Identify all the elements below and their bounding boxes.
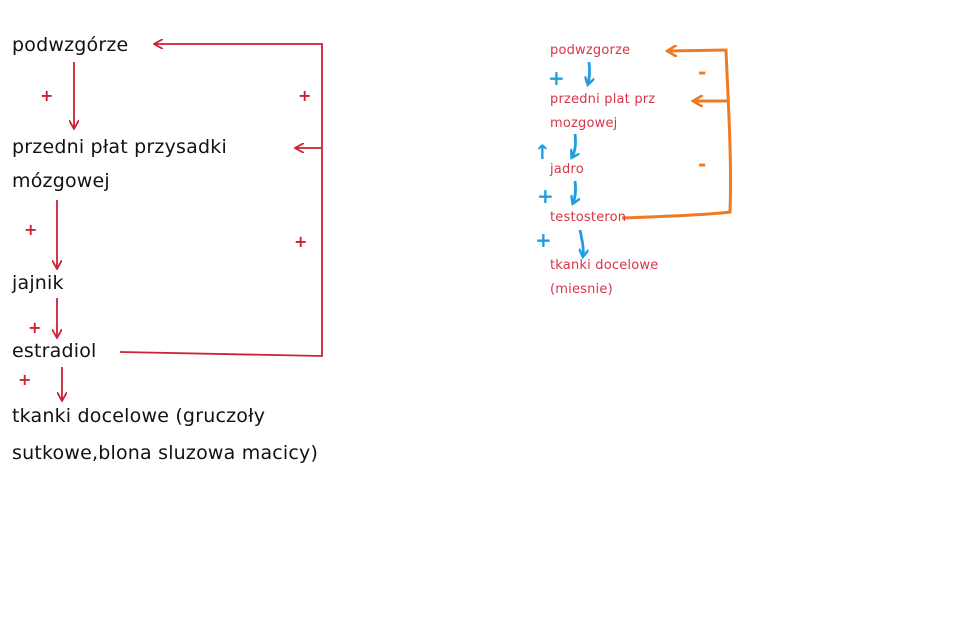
left-feedback-loop	[119, 44, 323, 357]
right-node-target-tissues: tkanki docelowe	[550, 258, 659, 273]
left-node-target-tissues-cont: sutkowe,blona sluzowa macicy)	[12, 442, 319, 464]
left-step-sign-4: +	[18, 370, 32, 389]
left-node-anterior-pituitary-cont: mózgowej	[12, 170, 110, 192]
right-step-sign-2: ↑	[534, 140, 551, 164]
right-node-testis: jadro	[550, 162, 584, 177]
right-feedback-sign-1: -	[698, 60, 707, 84]
left-node-hypothalamus: podwzgórze	[12, 34, 129, 56]
left-step-sign-1: +	[40, 86, 54, 105]
right-step-arrow-2	[572, 133, 576, 157]
left-node-estradiol: estradiol	[12, 340, 97, 362]
left-feedback-sign-2: +	[294, 232, 308, 251]
right-step-arrow-4	[580, 229, 583, 256]
right-feedback-sign-2: -	[698, 152, 707, 176]
right-step-sign-3: +	[537, 184, 554, 208]
right-feedback-loop	[621, 50, 733, 220]
right-step-arrow-3	[573, 180, 576, 203]
left-feedback-sign-1: +	[298, 86, 312, 105]
right-step-sign-4: +	[535, 228, 552, 252]
right-step-arrow-1	[588, 61, 590, 84]
right-step-sign-1: +	[548, 66, 565, 90]
left-node-anterior-pituitary: przedni płat przysadki	[12, 136, 227, 158]
left-step-sign-2: +	[24, 220, 38, 239]
right-node-anterior-pituitary-cont: mozgowej	[550, 116, 618, 131]
right-node-target-tissues-cont: (miesnie)	[550, 282, 613, 297]
right-node-hypothalamus: podwzgorze	[550, 43, 631, 58]
left-node-ovary: jajnik	[12, 272, 64, 294]
left-step-sign-3: +	[28, 318, 42, 337]
left-node-target-tissues: tkanki docelowe (gruczoły	[12, 405, 266, 427]
right-node-anterior-pituitary: przedni plat prz	[550, 92, 656, 107]
right-node-testosterone: testosteron	[550, 210, 627, 225]
